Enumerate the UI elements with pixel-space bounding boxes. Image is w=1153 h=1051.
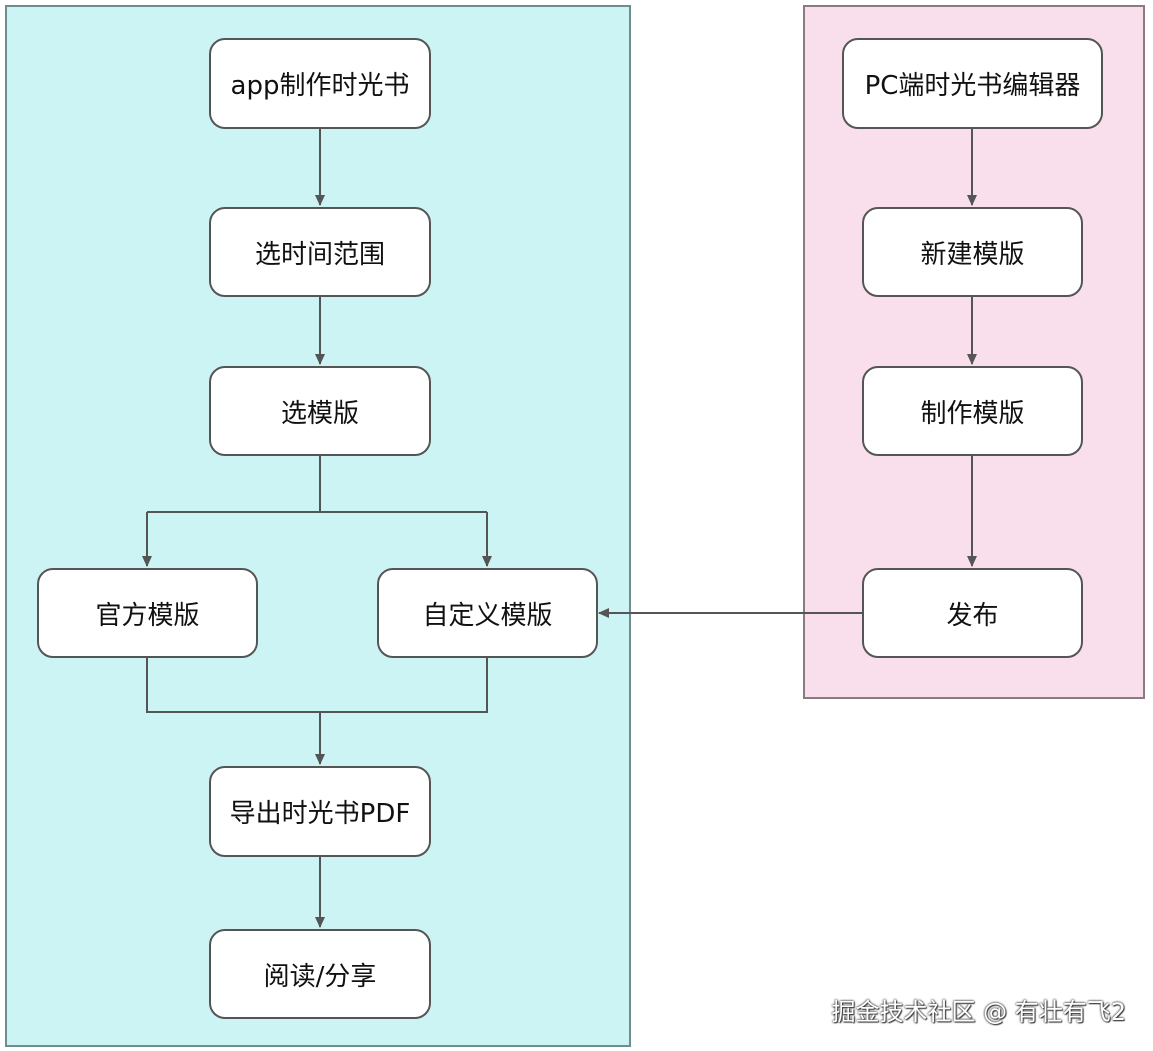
app-flow-panel (5, 5, 631, 1047)
node-make-template: 制作模版 (862, 366, 1083, 456)
node-export-pdf: 导出时光书PDF (209, 766, 431, 857)
node-new-template: 新建模版 (862, 207, 1083, 297)
node-read-share: 阅读/分享 (209, 929, 431, 1019)
node-publish: 发布 (862, 568, 1083, 658)
node-select-template: 选模版 (209, 366, 431, 456)
node-pc-editor: PC端时光书编辑器 (842, 38, 1103, 129)
node-app-make: app制作时光书 (209, 38, 431, 129)
watermark: 掘金技术社区 @ 有壮有飞2 (831, 998, 1126, 1026)
node-select-time-range: 选时间范围 (209, 207, 431, 297)
node-custom-template: 自定义模版 (377, 568, 598, 658)
node-official-template: 官方模版 (37, 568, 258, 658)
